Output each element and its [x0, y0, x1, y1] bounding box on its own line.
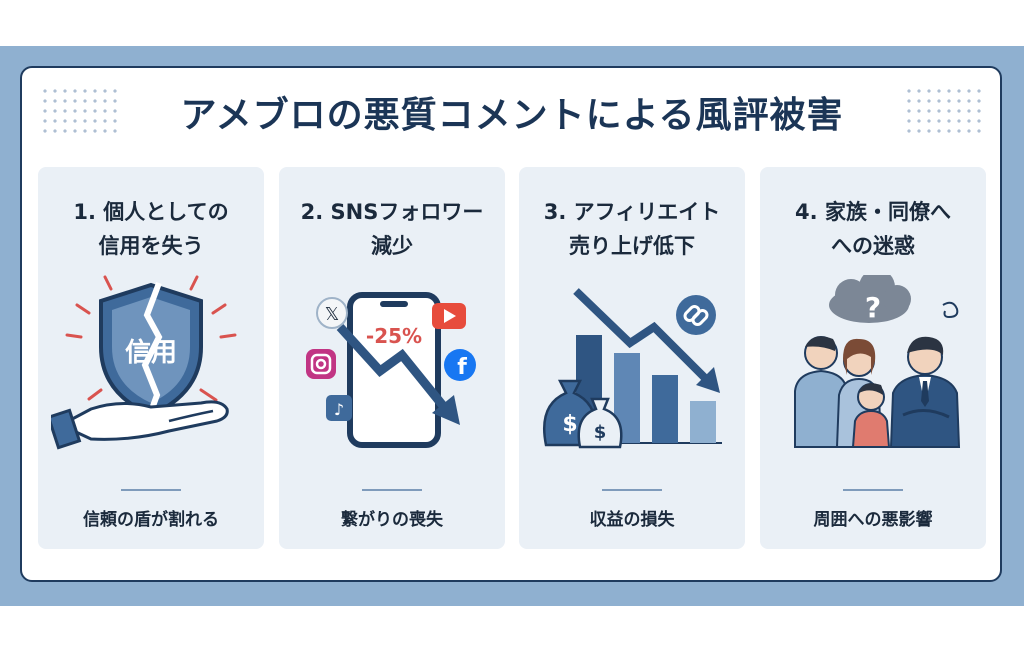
svg-text:𝕏: 𝕏 — [325, 304, 340, 325]
shield-label: 信用 — [125, 338, 177, 368]
svg-text:$: $ — [594, 422, 607, 443]
percent-label: -25% — [366, 324, 422, 348]
card-affiliate-sales: 3. アフィリエイト 売り上げ低下 $ $ 収益の損失 — [519, 167, 745, 549]
facebook-icon: f — [444, 349, 476, 381]
cloud-question-icon: ? — [829, 275, 911, 324]
instagram-icon — [306, 349, 336, 379]
money-bag-icon: $ $ — [542, 379, 623, 449]
sales-decline-chart-icon: $ $ — [542, 288, 722, 449]
card-title: 4. 家族・同僚へ への迷惑 — [795, 200, 951, 258]
card-caption: 信頼の盾が割れる — [83, 510, 219, 530]
divider — [121, 489, 181, 491]
youtube-icon — [432, 303, 466, 329]
card-title: 3. アフィリエイト 売り上げ低下 — [543, 200, 721, 258]
decor-dots-left — [40, 86, 120, 136]
card-caption: 周囲への悪影響 — [813, 510, 933, 530]
phone-decline-icon: -25% 𝕏 f ♪ — [306, 292, 476, 448]
page-title: アメブロの悪質コメントによる風評被害 — [180, 95, 844, 136]
x-logo-icon: 𝕏 — [316, 297, 348, 329]
link-icon — [676, 295, 716, 335]
divider — [843, 489, 903, 491]
svg-text:f: f — [457, 355, 467, 380]
broken-shield-hand-icon: 信用 — [51, 275, 237, 450]
card-family-colleagues: 4. 家族・同僚へ への迷惑 ? 周囲への悪影響 — [760, 167, 986, 549]
decor-dots-right — [904, 86, 984, 136]
card-credibility: 1. 個人としての 信用を失う 信用 信頼の盾が割れる — [38, 167, 264, 549]
divider — [362, 489, 422, 491]
card-caption: 繋がりの喪失 — [341, 510, 443, 530]
svg-text:$: $ — [562, 412, 577, 437]
divider — [602, 489, 662, 491]
tiktok-icon: ♪ — [326, 395, 352, 421]
card-caption: 収益の損失 — [589, 510, 675, 530]
card-title: 1. 個人としての 信用を失う — [73, 200, 229, 258]
worried-family-icon: ? — [794, 275, 961, 448]
svg-text:?: ? — [865, 291, 881, 324]
card-title: 2. SNSフォロワー 減少 — [300, 200, 484, 258]
svg-text:♪: ♪ — [334, 400, 344, 419]
card-sns-followers: 2. SNSフォロワー 減少 -25% 𝕏 f ♪ 繋がりの喪失 — [279, 167, 505, 549]
